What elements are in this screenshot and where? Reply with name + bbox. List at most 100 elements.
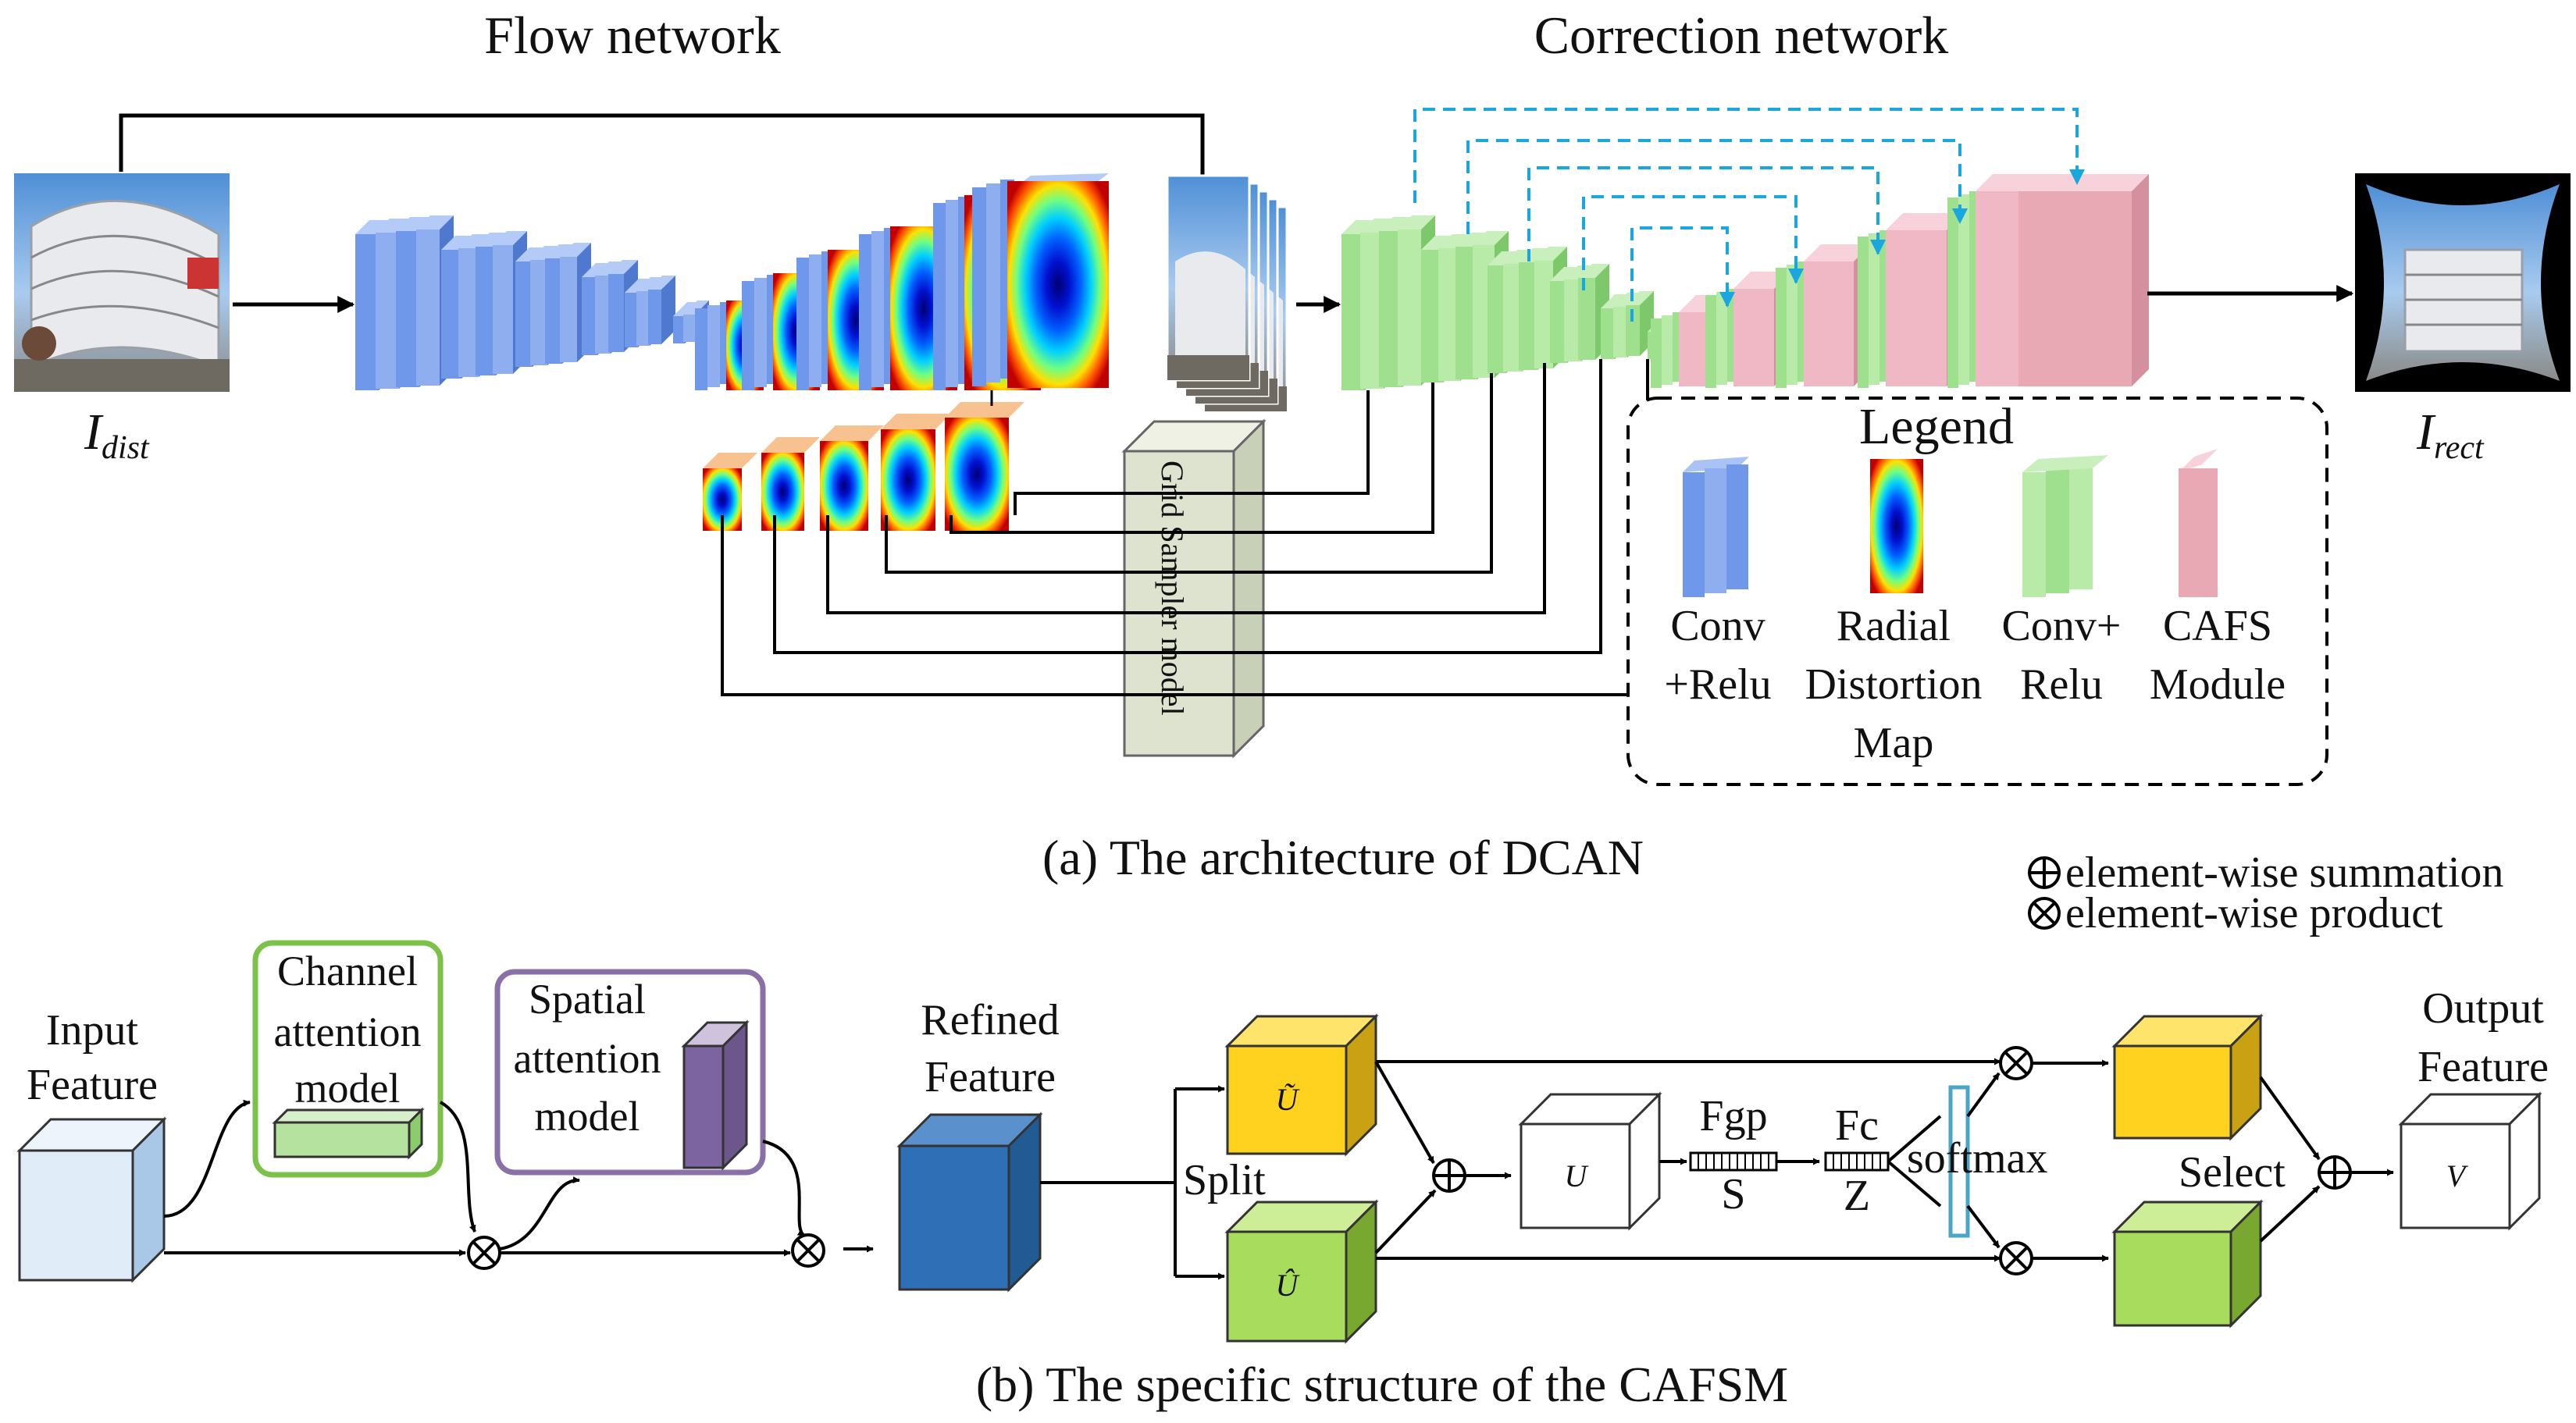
- small-distortion-map-0: [703, 453, 757, 531]
- z-label: Z: [1844, 1172, 1870, 1220]
- attention-connections: [163, 1099, 874, 1257]
- grid-sampler-label: Grid Sampler model: [1155, 461, 1190, 716]
- sum-symbol-icon: [2028, 856, 2061, 889]
- legend-title: Legend: [1859, 398, 2014, 455]
- input-feature-cube: [16, 1116, 167, 1283]
- fusion-connections: [1374, 1058, 2001, 1262]
- small-distortion-map-3: [881, 414, 951, 531]
- s-vector: [1689, 1151, 1778, 1172]
- legend-swatch-cafs: [2179, 449, 2218, 597]
- cyan-skip-0: [1413, 108, 2085, 203]
- correction-blocks: [1341, 174, 2149, 390]
- conv-block-17: [648, 276, 675, 344]
- spatial-attention-block: [681, 1019, 750, 1171]
- feed-line-4: [773, 359, 1602, 654]
- cyan-skip-connections: [1413, 108, 2085, 322]
- decoder-block-final: [972, 173, 1109, 388]
- legend-label-1-1: Distortion: [1805, 660, 1982, 709]
- select-label: Select: [2179, 1148, 2286, 1197]
- caption-b: (b) The specific structure of the CAFSM: [976, 1357, 1788, 1412]
- cyan-skip-1: [1466, 139, 1968, 234]
- u-tilde-label: Ũ: [1276, 1082, 1301, 1117]
- output-feature-label-1: Output: [2422, 984, 2544, 1033]
- input-distorted-image: [14, 173, 230, 392]
- flow-encoder-blocks: [355, 215, 709, 390]
- z-vector: [1824, 1151, 1890, 1172]
- v-label: V: [2446, 1158, 2469, 1194]
- input-label: Idist: [84, 404, 150, 466]
- product-op-2-icon: [791, 1233, 825, 1268]
- u-cube: [1518, 1091, 1662, 1231]
- output-rectified-image: [2355, 173, 2571, 392]
- softmax-bar: [1948, 1085, 1970, 1238]
- cyan-skip-3: [1582, 195, 1804, 290]
- output-feature-label-2: Feature: [2417, 1043, 2549, 1091]
- cyan-skip-2: [1527, 166, 1886, 261]
- warped-image-stack: [1166, 174, 1288, 413]
- legend-swatch-conv-relu: [1683, 457, 1749, 597]
- decoder-cafs-block-1: [1705, 272, 1791, 388]
- z-to-softmax-lines: [1887, 1115, 1942, 1208]
- u-label: U: [1565, 1158, 1590, 1194]
- channel-attention-label-1: Channel: [277, 948, 418, 994]
- channel-attention-block: [272, 1107, 425, 1160]
- radial-distortion-maps: [695, 173, 1109, 531]
- legend-label-2-0: Conv+: [2002, 602, 2122, 650]
- refined-feature-label-1: Refined: [921, 996, 1059, 1044]
- flow-network-title: Flow network: [484, 5, 781, 65]
- lime-to-sum: [2259, 1185, 2321, 1243]
- spatial-attention-label-3: model: [535, 1093, 640, 1140]
- legend-label-0-1: +Relu: [1664, 660, 1771, 709]
- decoder-cafs-block-4: [1947, 174, 2149, 388]
- spatial-attention-label-1: Spatial: [529, 976, 646, 1023]
- legend-label-0-0: Conv: [1670, 602, 1765, 650]
- selected-yellow-cube: [2111, 1013, 2264, 1141]
- selected-lime-cube: [2111, 1199, 2264, 1329]
- decoder-cafs-block-2: [1776, 244, 1871, 388]
- fc-label: Fc: [1835, 1101, 1879, 1150]
- softmax-label: softmax: [1907, 1134, 2047, 1183]
- product-symbol-icon: [2028, 897, 2061, 930]
- input-feature-label-2: Feature: [27, 1061, 158, 1109]
- sum-op-2-icon: [2318, 1155, 2352, 1190]
- legend-label-3-1: Module: [2150, 660, 2286, 709]
- input-skip-connection: [119, 113, 1205, 189]
- channel-attention-label-2: attention: [274, 1009, 422, 1055]
- map-feed-lines: [721, 359, 1649, 696]
- small-distortion-map-1: [761, 437, 820, 531]
- refined-feature-label-2: Feature: [925, 1053, 1056, 1101]
- product-op-4-icon: [1999, 1241, 2033, 1275]
- u-hat-label: Û: [1276, 1268, 1301, 1303]
- refined-feature-cube: [896, 1112, 1043, 1293]
- ops-legend: element-wise summation element-wise prod…: [2028, 848, 2503, 937]
- legend-label-3-0: CAFS: [2163, 602, 2272, 650]
- channel-attention-label-3: model: [295, 1065, 401, 1112]
- product-op-1-icon: [467, 1236, 501, 1270]
- product-legend-label: element-wise product: [2065, 889, 2443, 937]
- conv-green-block-17: [1626, 291, 1654, 356]
- correction-network-title: Correction network: [1534, 5, 1949, 65]
- sum-legend-label: element-wise summation: [2065, 848, 2503, 897]
- s-label: S: [1721, 1170, 1745, 1218]
- stacked-image-0: [1166, 174, 1251, 382]
- legend-label-1-0: Radial: [1837, 602, 1951, 650]
- u-tilde-cube: [1224, 1013, 1379, 1157]
- feed-line-0: [1014, 390, 1370, 515]
- split-label: Split: [1183, 1156, 1266, 1204]
- input-feature-label-1: Input: [46, 1006, 139, 1055]
- legend-swatch-radial-map: [1870, 459, 1923, 593]
- output-label: Irect: [2416, 404, 2485, 466]
- feed-line-1: [950, 382, 1434, 534]
- sum-op-1-icon: [1432, 1158, 1466, 1193]
- yellow-to-sum: [2259, 1076, 2321, 1161]
- spatial-attention-label-2: attention: [514, 1035, 661, 1082]
- grid-sampler-model: Grid Sampler model: [1121, 418, 1267, 759]
- legend-label-1-2: Map: [1854, 719, 1934, 767]
- fgp-label: Fgp: [1699, 1092, 1767, 1140]
- small-distortion-map-2: [820, 425, 884, 531]
- feed-line-2: [885, 373, 1493, 574]
- softmax-to-top-product: [1966, 1072, 2001, 1118]
- softmax-to-bottom-product: [1966, 1204, 2001, 1249]
